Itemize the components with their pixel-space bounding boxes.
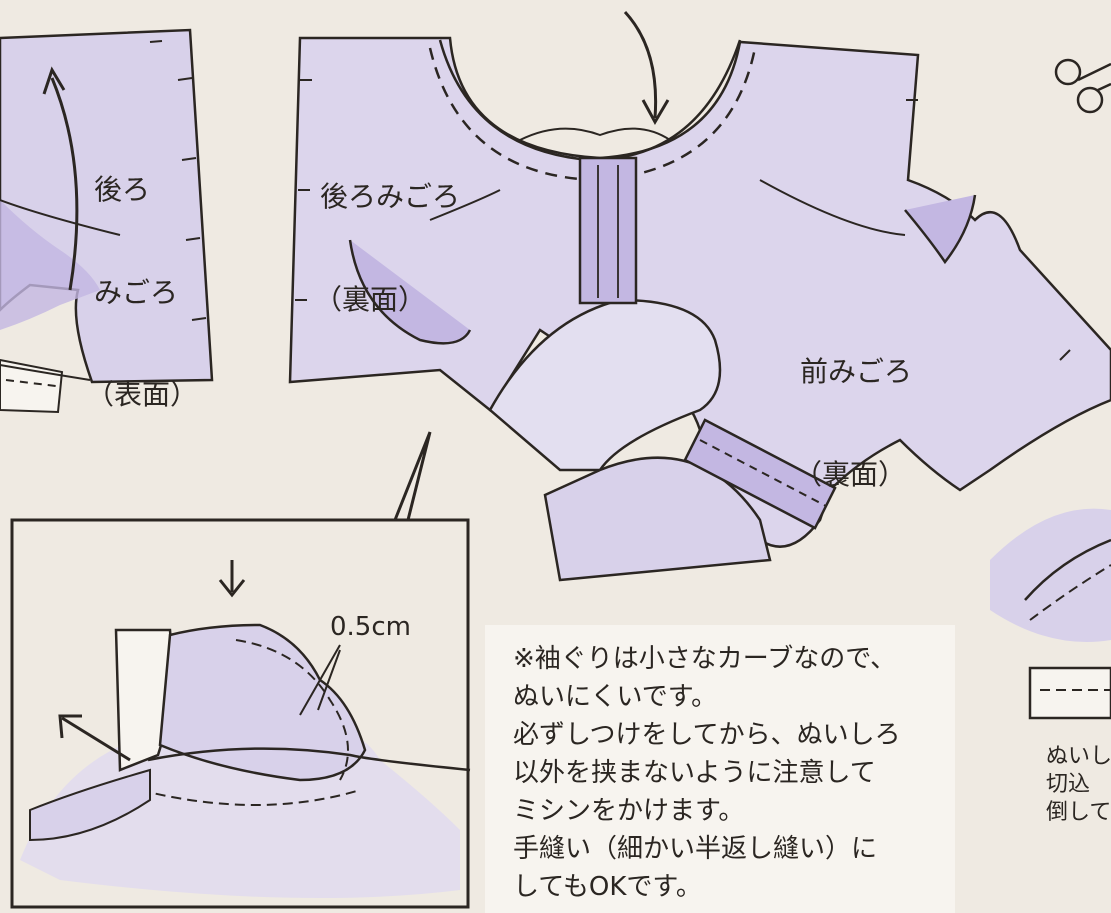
note-line: ぬいにくいです。	[513, 682, 718, 712]
label-line: （表面）	[86, 378, 199, 412]
label-line: 後ろみごろ	[320, 180, 461, 214]
note-line: 必ずしつけをしてから、ぬいしろ	[513, 720, 901, 750]
side-note-line: 倒して	[1046, 800, 1111, 825]
seam-width-label: 0.5cm	[330, 612, 411, 642]
note-line: ※袖ぐりは小さなカーブなので、	[513, 644, 897, 674]
note-line: してもOKです。	[513, 872, 702, 902]
side-note-line: ぬいし	[1046, 744, 1111, 769]
detail-inset	[10, 431, 471, 909]
bodice-main-piece	[288, 10, 1111, 582]
back-bodice-right-side-label: 後ろ みごろ （表面）	[86, 105, 198, 447]
right-sleeve-detail	[990, 508, 1111, 720]
note-line: ミシンをかけます。	[513, 796, 745, 826]
scissors-icon	[1054, 58, 1111, 114]
note-line: 以外を挟まないように注意して	[513, 758, 876, 788]
side-note-line: 切込	[1046, 772, 1091, 797]
note-line: 手縫い（細かい半返し縫い）に	[513, 834, 878, 864]
label-line: 後ろ	[94, 173, 151, 207]
label-line: 前みごろ	[800, 355, 913, 389]
note-box	[485, 625, 955, 913]
front-bodice-wrong-side-label: 前みごろ （裏面）	[794, 287, 913, 526]
label-line: （裏面）	[794, 457, 907, 491]
label-line: みごろ	[94, 275, 179, 309]
back-bodice-right-side-piece	[0, 28, 214, 414]
label-line: （裏面）	[314, 282, 427, 316]
back-bodice-wrong-side-label: 後ろみごろ （裏面）	[314, 112, 461, 351]
